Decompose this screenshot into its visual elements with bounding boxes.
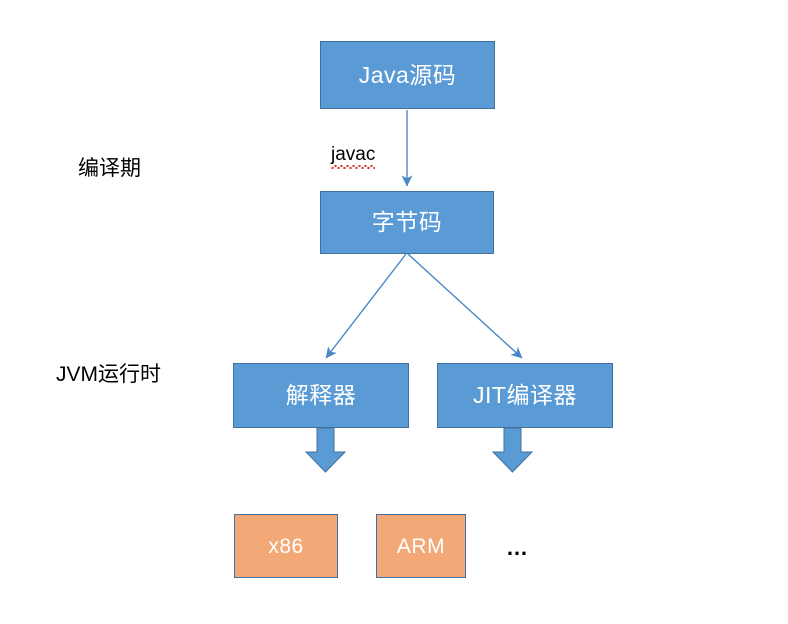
stage-label-jvm-runtime: JVM运行时 (56, 363, 161, 386)
node-interpreter[interactable]: 解释器 (233, 363, 409, 428)
stage-label-compile-time: 编译期 (78, 157, 141, 180)
block-arrow-interpreter-to-hardware (304, 427, 347, 473)
node-x86[interactable]: x86 (234, 514, 338, 578)
node-jit-compiler[interactable]: JIT编译器 (437, 363, 613, 428)
connector-bytecode-to-interpreter (325, 253, 407, 359)
node-more-architectures-ellipsis: … (506, 535, 530, 560)
node-bytecode[interactable]: 字节码 (320, 191, 494, 254)
edge-label-javac: javac (331, 144, 376, 169)
block-arrow-jit-to-hardware (491, 427, 534, 473)
node-java-source[interactable]: Java源码 (320, 41, 495, 109)
edge-label-javac-text: javac (331, 144, 376, 165)
connector-bytecode-to-jit (407, 253, 523, 359)
spellcheck-underline (331, 165, 376, 169)
node-arm[interactable]: ARM (376, 514, 466, 578)
